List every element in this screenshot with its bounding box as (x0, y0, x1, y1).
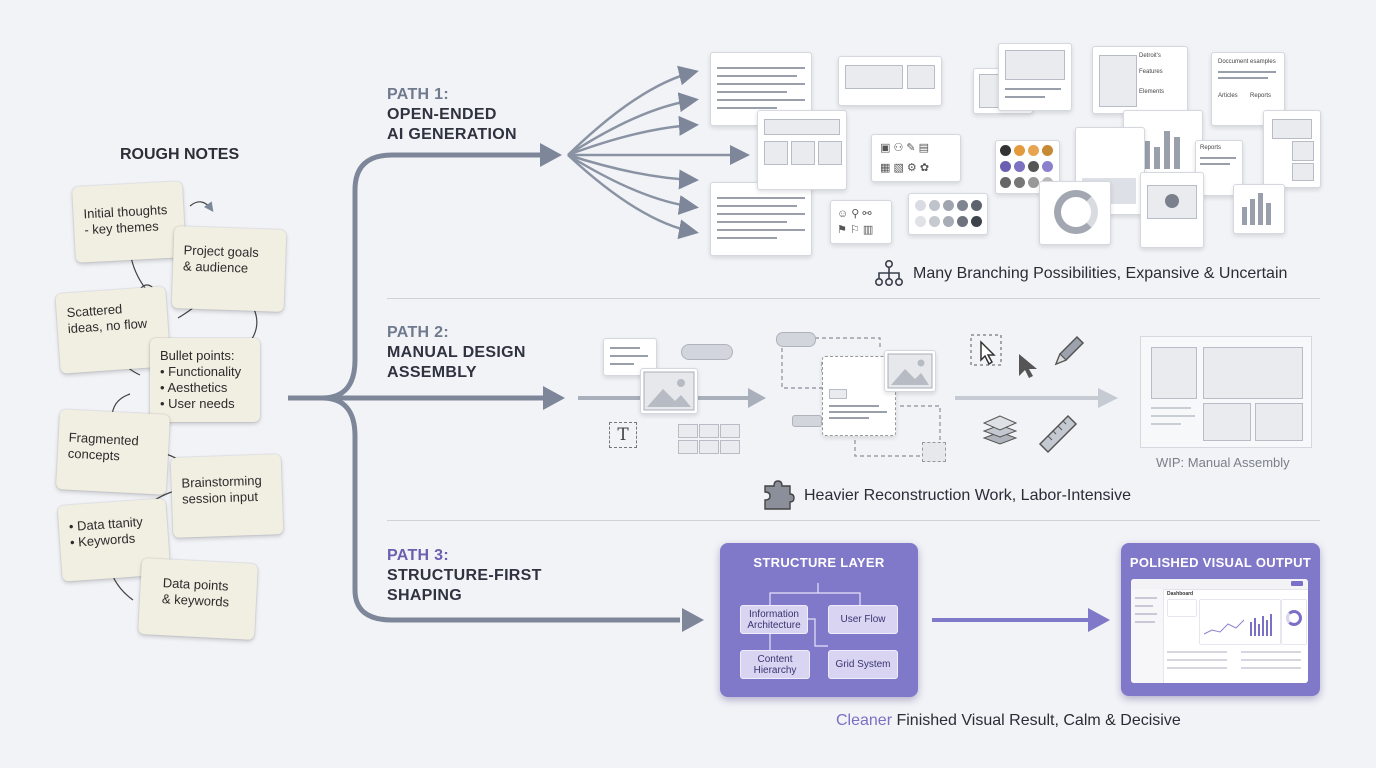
doc-label: Detroit's (1139, 53, 1161, 59)
doc-label: Doccument esamples (1218, 59, 1276, 65)
structure-layer-title: STRUCTURE LAYER (753, 555, 885, 570)
pill-fragment (681, 344, 733, 360)
dashboard-preview: Dashboard (1131, 579, 1308, 683)
icon-grid-card: ☺ ⚲ ⚯⚑ ⚐ ▥ (830, 200, 892, 244)
pill-fragment (776, 332, 816, 347)
sticky-note: Initial thoughts - key themes (72, 181, 186, 263)
path3-caption: Cleaner Finished Visual Result, Calm & D… (836, 712, 1181, 730)
sticky-note: Brainstorming session input (170, 454, 284, 538)
doc-label: Reports (1250, 93, 1272, 99)
wireframe-card (998, 43, 1072, 111)
structure-box: Content Hierarchy (740, 650, 810, 679)
structure-box: Information Architecture (740, 605, 808, 634)
cursor-icon (1016, 352, 1040, 380)
swatch-card (908, 193, 988, 235)
structure-box: User Flow (828, 605, 898, 634)
bar-chart-card (1233, 184, 1285, 234)
path1-label: PATH 1: OPEN-ENDED AI GENERATION (387, 85, 517, 145)
section-divider (387, 520, 1320, 521)
puzzle-icon (762, 478, 796, 512)
document-card: Detroit's Features Elements (1092, 46, 1188, 114)
wireframe-card (1263, 110, 1321, 188)
doc-label: Reports (1200, 145, 1222, 151)
wireframe-card (838, 56, 942, 106)
sticky-note: Data points & keywords (138, 558, 258, 640)
main-branch-connector (288, 152, 680, 623)
structure-connectors (769, 583, 861, 650)
path3-title: STRUCTURE-FIRST SHAPING (387, 567, 542, 604)
path2-label: PATH 2: MANUAL DESIGN ASSEMBLY (387, 323, 526, 383)
path1-arrowhead (540, 143, 562, 167)
text-tool-icon: T (609, 422, 637, 448)
sticky-note: Project goals & audience (171, 226, 287, 312)
path2-title: MANUAL DESIGN ASSEMBLY (387, 344, 526, 381)
path2-arrowhead (543, 386, 565, 410)
path3-caption-accent: Cleaner (836, 712, 893, 729)
path3-output-arrow (932, 608, 1110, 632)
path3-label: PATH 3: STRUCTURE-FIRST SHAPING (387, 546, 542, 606)
layers-icon (980, 410, 1020, 450)
doc-label: Elements (1139, 89, 1165, 95)
grid-fragment (678, 424, 740, 456)
cursor-icon (970, 334, 1004, 368)
path3-caption-rest: Finished Visual Result, Calm & Decisive (892, 712, 1181, 729)
path2-caption: Heavier Reconstruction Work, Labor-Inten… (804, 487, 1131, 504)
sticky-note: Fragmented concepts (55, 409, 171, 495)
doc-label: Features (1139, 69, 1163, 75)
text-document-card (710, 182, 812, 256)
structure-layer-panel: STRUCTURE LAYER Information Architecture… (720, 543, 918, 697)
polished-output-panel: POLISHED VISUAL OUTPUT Dashboard (1121, 543, 1320, 696)
video-card (1140, 172, 1204, 248)
structure-box: Grid System (828, 650, 898, 679)
wireframe-card (757, 110, 847, 190)
dashboard-heading: Dashboard (1167, 591, 1194, 597)
hierarchy-icon (874, 258, 904, 288)
ruler-icon (1036, 410, 1080, 454)
path1-caption: Many Branching Possibilities, Expansive … (913, 265, 1288, 282)
path1-branching-arrows (567, 65, 750, 240)
path1-number: PATH 1: (387, 86, 449, 103)
wip-label: WIP: Manual Assembly (1156, 455, 1290, 470)
path1-title: OPEN-ENDED AI GENERATION (387, 106, 517, 143)
pill-fragment (792, 415, 822, 427)
image-fragment (884, 350, 936, 392)
rough-notes-title: ROUGH NOTES (120, 146, 240, 163)
image-fragment (640, 368, 698, 414)
path3-number: PATH 3: (387, 547, 449, 564)
pencil-icon (1052, 334, 1086, 368)
manual-assembly-wireframe (1140, 336, 1312, 448)
image-fragment (922, 442, 946, 462)
donut-chart-card (1039, 181, 1111, 245)
output-panel-title: POLISHED VISUAL OUTPUT (1129, 555, 1312, 570)
path3-arrowhead (682, 608, 704, 632)
section-divider (387, 298, 1320, 299)
layout-draft (822, 356, 896, 436)
sticky-note: Bullet points: • Functionality • Aesthet… (150, 338, 260, 422)
icon-grid-card: ▣ ⚇ ✎ ▤▦ ▧ ⚙ ✿ (871, 134, 961, 182)
path2-number: PATH 2: (387, 324, 449, 341)
doc-label: Articles (1218, 93, 1238, 99)
